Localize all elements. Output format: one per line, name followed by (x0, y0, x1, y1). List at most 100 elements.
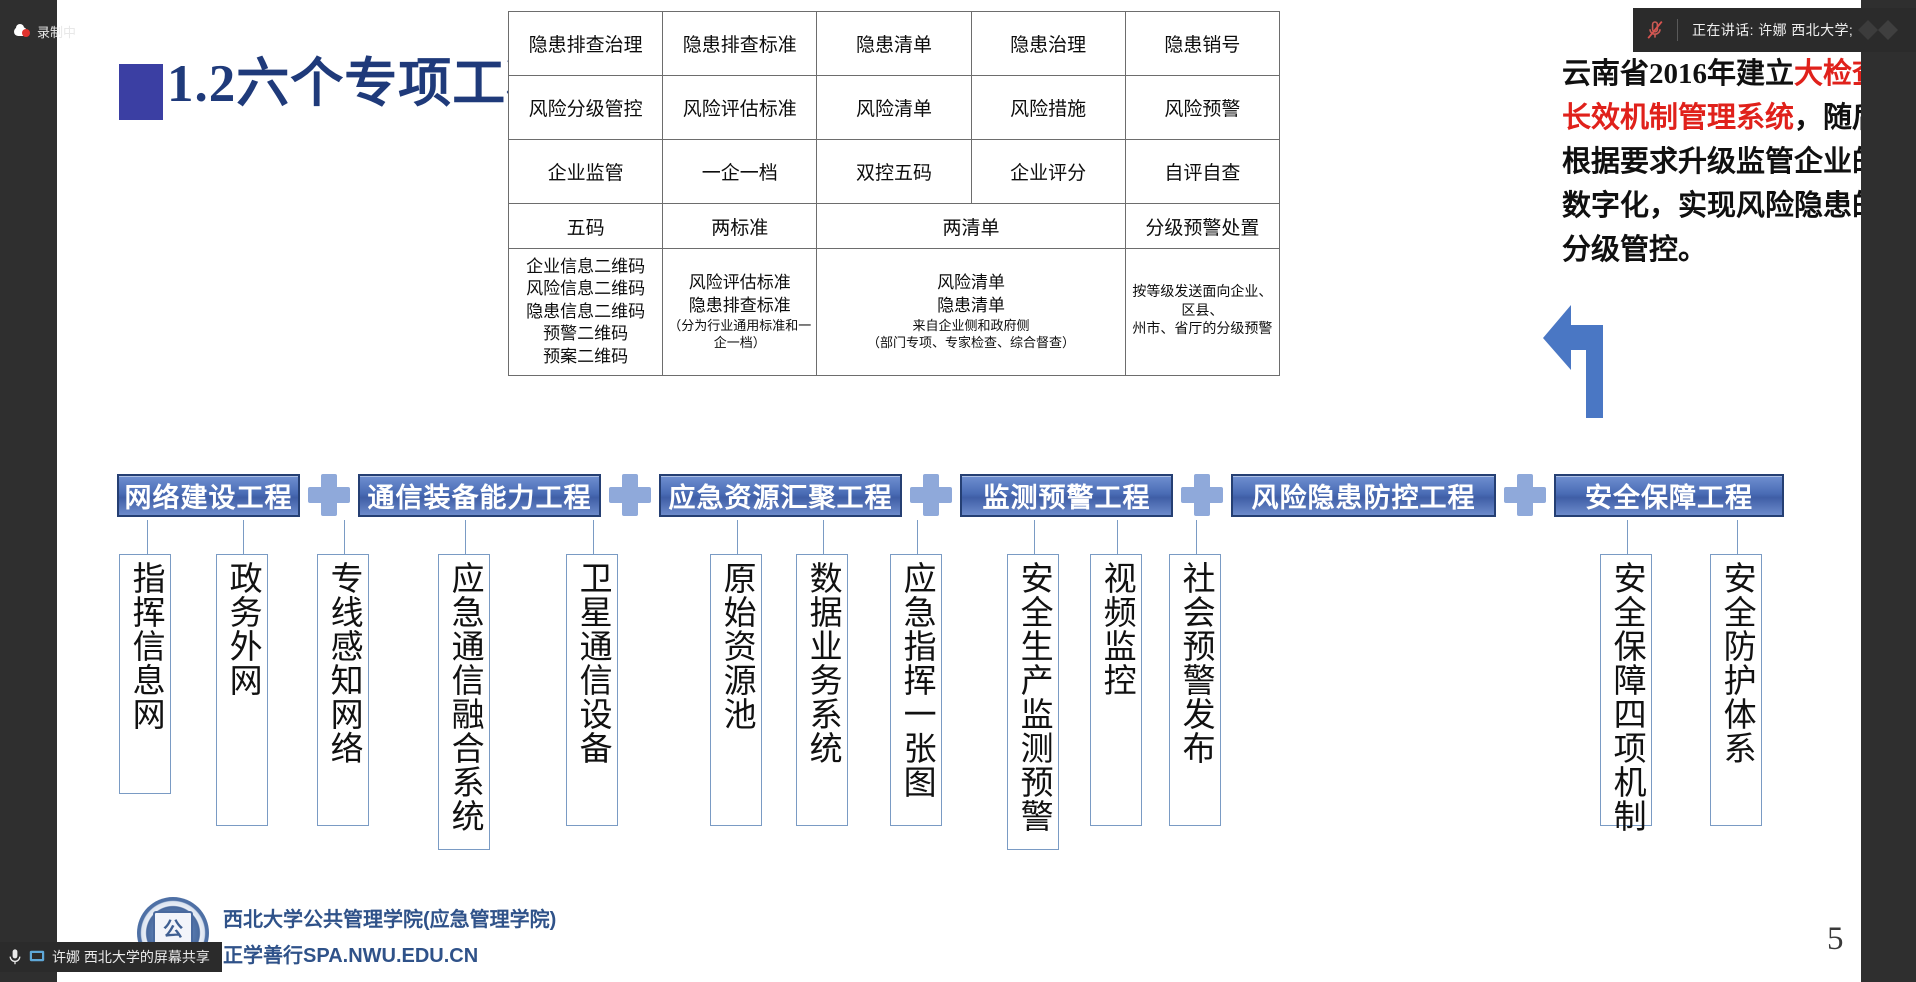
plus-icon (607, 472, 653, 518)
detail-line: 隐患清单 (937, 295, 1006, 315)
plus-icon (908, 472, 954, 518)
matrix-cell: 企业评分 (970, 139, 1126, 204)
matrix-cell: 风险预警 (1124, 75, 1281, 140)
presentation-slide: 1.2六个专项工程 隐患排查治理 隐患排查标准 隐患清单 隐患治理 隐患销号 风… (57, 0, 1861, 982)
detail-line: 企业信息二维码 (526, 256, 646, 276)
table-row: 风险分级管控 风险评估标准 风险清单 风险措施 风险预警 (507, 75, 1281, 140)
matrix-cell: 一企一档 (662, 139, 818, 204)
matrix-group-cell: 五码 (507, 203, 664, 249)
matrix-cell: 风险分级管控 (507, 75, 664, 140)
leaf-label: 安全防护体系 (1718, 561, 1755, 765)
detail-lines-2: 风险评估标准隐患排查标准（分为行业通用标准和一企一档） (663, 272, 816, 351)
note-paragraph: 云南省2016年建立大检查长效机制管理系统，随后根据要求升级监管企业的数字化，实… (1562, 52, 1861, 272)
zoom-watermark-icon (1852, 14, 1910, 46)
slide-page-number: 5 (1827, 921, 1844, 957)
note-suffix: ，随后根据要求升级监管企业的数字化，实现风险隐患的分级管控。 (1562, 102, 1861, 267)
table-row: 企业监管 一企一档 双控五码 企业评分 自评自查 (507, 139, 1281, 204)
matrix-cell: 双控五码 (816, 139, 972, 204)
project-banner-5[interactable]: 安全保障工程 (1554, 473, 1784, 517)
speaking-prefix: 正在讲话: (1692, 22, 1754, 38)
page-title: 1.2六个专项工程 (167, 55, 561, 113)
leaf-label: 专线感知网络 (325, 561, 362, 765)
logo-glyph: 公 (163, 919, 183, 941)
detail-note: （分为行业通用标准和一企一档） (668, 318, 812, 351)
connector (243, 520, 244, 554)
matrix-cell: 企业监管 (507, 139, 664, 204)
detail-line: 风险清单 (937, 273, 1006, 293)
project-banner-3[interactable]: 监测预警工程 (960, 473, 1173, 517)
recording-indicator[interactable]: 录制中 (14, 22, 76, 41)
detail-lines-1: 企业信息二维码风险信息二维码隐患信息二维码预警二维码预案二维码 (509, 256, 662, 368)
leaf-box[interactable]: 应急通信融合系统 (438, 554, 490, 850)
matrix-cell: 风险评估标准 (662, 75, 818, 140)
connector (593, 520, 594, 554)
detail-line: 预警二维码 (543, 324, 629, 344)
matrix-cell: 隐患治理 (970, 11, 1126, 76)
leaf-box[interactable]: 指挥信息网 (119, 554, 171, 794)
detail-line: 隐患信息二维码 (526, 301, 646, 321)
project-banner-4[interactable]: 风险隐患防控工程 (1231, 473, 1496, 517)
footer-line-1: 西北大学公共管理学院(应急管理学院) (223, 909, 557, 931)
table-row: 隐患排查治理 隐患排查标准 隐患清单 隐患治理 隐患销号 (507, 11, 1281, 76)
matrix-cell: 风险清单 (816, 75, 972, 140)
leaf-label: 安全保障四项机制 (1608, 561, 1645, 833)
leaf-box[interactable]: 政务外网 (216, 554, 268, 826)
connector (1627, 520, 1628, 554)
blue-arrow-icon (1541, 300, 1611, 425)
note-highlight: 大检查长效机制管理系统 (1562, 58, 1861, 135)
speaker-name: 许娜 西北大学; (1758, 22, 1854, 38)
detail-lines-4: 按等级发送面向企业、区县、州市、省厅的分级预警 (1126, 284, 1279, 341)
leaf-label: 应急指挥一张图 (898, 561, 935, 799)
leaf-box[interactable]: 数据业务系统 (796, 554, 848, 826)
leaf-label: 数据业务系统 (804, 561, 841, 765)
record-cloud-icon (14, 23, 32, 39)
leaf-box[interactable]: 安全保障四项机制 (1600, 554, 1652, 833)
matrix-cell: 风险措施 (970, 75, 1126, 140)
connector (823, 520, 824, 554)
detail-line: 按等级发送面向企业、区县、 (1132, 284, 1273, 319)
matrix-group-cell: 两标准 (662, 203, 818, 249)
screen-share-icon[interactable] (29, 950, 45, 964)
leaf-label: 视频监控 (1098, 561, 1135, 697)
detail-line: 风险评估标准 (688, 273, 791, 293)
matrix-cell: 自评自查 (1124, 139, 1281, 204)
matrix-cell: 隐患清单 (816, 11, 972, 76)
matrix-group-cell: 分级预警处置 (1124, 203, 1281, 249)
leaf-box[interactable]: 安全生产监测预警 (1007, 554, 1059, 850)
speaker-label: 正在讲话: 许娜 西北大学; (1678, 20, 1853, 40)
project-banner-strip: 网络建设工程 通信装备能力工程 应急资源汇聚工程 监测预警工程 风险隐患防控工程… (117, 471, 1861, 519)
leaf-box[interactable]: 视频监控 (1090, 554, 1142, 826)
leaf-box[interactable]: 安全防护体系 (1710, 554, 1762, 826)
leaf-label: 指挥信息网 (127, 561, 164, 731)
leaf-box-layer: 指挥信息网 政务外网 专线感知网络 应急通信融合系统 卫星通信设备 原始资源池 … (57, 520, 1861, 940)
leaf-box[interactable]: 社会预警发布 (1169, 554, 1221, 826)
mic-icon[interactable] (8, 948, 22, 966)
matrix-cell: 隐患排查标准 (662, 11, 818, 76)
mic-muted-icon (1633, 19, 1677, 41)
matrix-group-cell: 两清单 (816, 203, 1126, 249)
connector (147, 520, 148, 554)
leaf-label: 安全生产监测预警 (1015, 561, 1052, 833)
leaf-label: 应急通信融合系统 (446, 561, 483, 833)
letterbox-left (0, 0, 57, 982)
leaf-label: 社会预警发布 (1177, 561, 1214, 765)
screen-share-bar[interactable]: 许娜 西北大学的屏幕共享 (0, 942, 222, 972)
detail-lines-3: 风险清单隐患清单来自企业侧和政府侧（部门专项、专家检查、综合督查） (817, 272, 1124, 351)
leaf-label: 卫星通信设备 (574, 561, 611, 765)
active-speaker-banner[interactable]: 正在讲话: 许娜 西北大学; (1633, 8, 1916, 52)
detail-note: 来自企业侧和政府侧 (912, 318, 1030, 334)
leaf-label: 原始资源池 (718, 561, 755, 731)
project-banner-2[interactable]: 应急资源汇聚工程 (659, 473, 902, 517)
matrix-detail-cell: 企业信息二维码风险信息二维码隐患信息二维码预警二维码预案二维码 (507, 248, 664, 376)
leaf-box[interactable]: 卫星通信设备 (566, 554, 618, 826)
leaf-box[interactable]: 原始资源池 (710, 554, 762, 826)
project-banner-1[interactable]: 通信装备能力工程 (358, 473, 601, 517)
project-banner-0[interactable]: 网络建设工程 (117, 473, 300, 517)
matrix-detail-cell: 按等级发送面向企业、区县、州市、省厅的分级预警 (1124, 248, 1281, 376)
title-accent-square (119, 64, 163, 120)
leaf-label: 政务外网 (224, 561, 261, 697)
connector (917, 520, 918, 554)
leaf-box[interactable]: 应急指挥一张图 (890, 554, 942, 826)
leaf-box[interactable]: 专线感知网络 (317, 554, 369, 826)
